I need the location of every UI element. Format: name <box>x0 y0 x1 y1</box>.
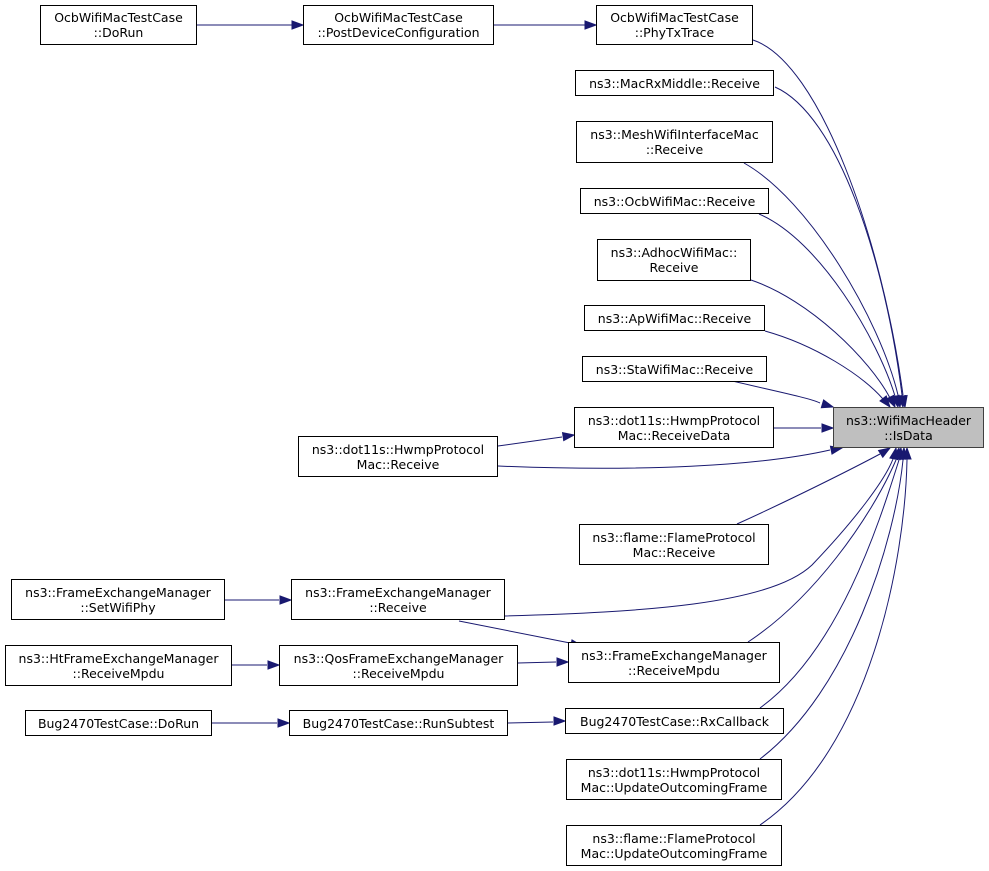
node-sta-wifi-mac-receive[interactable]: ns3::StaWifiMac::Receive <box>582 356 767 382</box>
node-flame-protocol-mac-receive[interactable]: ns3::flame::FlameProtocol Mac::Receive <box>579 524 769 565</box>
edge-ocbmac-to-isdata <box>758 213 896 397</box>
edge-bug_sub-to-bug_rx <box>507 721 554 724</box>
node-label-2: Mac::Receive <box>632 544 716 560</box>
arrowhead-fem_setphy-to-fem_r <box>279 595 293 605</box>
node-ocb-dorun[interactable]: OcbWifiMacTestCase ::DoRun <box>40 5 197 45</box>
edge-hwmp_r-to-isdata <box>497 449 831 469</box>
edge-macrx-to-isdata <box>774 86 903 396</box>
node-wifi-mac-header-is-data[interactable]: ns3::WifiMacHeader ::IsData <box>833 407 984 448</box>
arrowhead-qos_rm-to-fem_rm <box>556 657 570 667</box>
node-label-2: ::SetWifiPhy <box>80 599 156 615</box>
edge-fem_r-to-isdata <box>504 458 894 617</box>
node-label-1: Bug2470TestCase::RunSubtest <box>302 715 495 731</box>
node-label-2: ::PostDeviceConfiguration <box>317 25 480 40</box>
node-label-2: ::ReceiveMpdu <box>352 665 445 681</box>
node-label-1: ns3::ApWifiMac::Receive <box>597 310 752 326</box>
node-frame-exchange-manager-receive-mpdu[interactable]: ns3::FrameExchangeManager ::ReceiveMpdu <box>568 642 780 683</box>
edge-bug_rx-to-isdata <box>759 459 900 709</box>
arrowhead-hwmp_r-to-hwmp_rd <box>561 432 576 442</box>
node-label-1: ns3::StaWifiMac::Receive <box>595 361 754 377</box>
node-ap-wifi-mac-receive[interactable]: ns3::ApWifiMac::Receive <box>584 305 765 331</box>
node-mesh-wifi-interface-mac-receive[interactable]: ns3::MeshWifiInterfaceMac ::Receive <box>576 121 773 163</box>
node-label-2: Mac::UpdateOutcomingFrame <box>580 845 768 861</box>
node-ocb-post-device-configuration[interactable]: OcbWifiMacTestCase ::PostDeviceConfigura… <box>303 5 494 45</box>
node-mac-rx-middle-receive[interactable]: ns3::MacRxMiddle::Receive <box>575 70 774 96</box>
node-label-2: ::IsData <box>884 427 933 443</box>
node-flame-protocol-mac-update-outcoming-frame[interactable]: ns3::flame::FlameProtocol Mac::UpdateOut… <box>566 825 782 866</box>
node-label-1: ns3::HtFrameExchangeManager <box>18 650 219 666</box>
arrowhead-bug_sub-to-bug_rx <box>553 716 567 726</box>
node-qos-frame-exchange-manager-receive-mpdu[interactable]: ns3::QosFrameExchangeManager ::ReceiveMp… <box>279 645 518 686</box>
node-bug2470-rx-callback[interactable]: Bug2470TestCase::RxCallback <box>565 708 784 734</box>
arrowhead-adhoc-to-isdata <box>885 394 896 409</box>
node-label-2: Receive <box>649 260 699 275</box>
node-label-1: OcbWifiMacTestCase <box>54 10 183 25</box>
edge-qos_rm-to-fem_rm <box>517 661 557 664</box>
node-label-2: ::ReceiveMpdu <box>628 662 720 678</box>
node-label-2: ::Receive <box>645 142 704 157</box>
edge-flame_uof-to-isdata <box>759 459 908 826</box>
node-label-1: ns3::FrameExchangeManager <box>581 647 767 663</box>
node-label-2: ::PhyTxTrace <box>634 25 715 40</box>
node-frame-exchange-manager-receive[interactable]: ns3::FrameExchangeManager ::Receive <box>291 579 505 620</box>
node-hwmp-protocol-mac-update-outcoming-frame[interactable]: ns3::dot11s::HwmpProtocol Mac::UpdateOut… <box>566 759 782 800</box>
node-adhoc-wifi-mac-receive[interactable]: ns3::AdhocWifiMac:: Receive <box>597 239 751 281</box>
edge-hwmp_uof-to-isdata <box>759 459 904 760</box>
arrowhead-flame_uof-to-isdata <box>902 446 912 460</box>
node-bug2470-run-subtest[interactable]: Bug2470TestCase::RunSubtest <box>289 710 508 736</box>
node-label-2: Mac::Receive <box>356 456 440 472</box>
node-ocb-phy-tx-trace[interactable]: OcbWifiMacTestCase ::PhyTxTrace <box>596 5 753 45</box>
node-label-1: ns3::OcbWifiMac::Receive <box>593 193 756 209</box>
node-ocb-wifi-mac-receive[interactable]: ns3::OcbWifiMac::Receive <box>580 188 769 214</box>
node-label-1: OcbWifiMacTestCase <box>334 10 463 25</box>
node-label-2: ::ReceiveMpdu <box>72 665 165 681</box>
arrowhead-ht_rm-to-qos_rm <box>267 660 281 670</box>
node-label-1: ns3::MacRxMiddle::Receive <box>589 75 760 91</box>
node-label-1: ns3::dot11s::HwmpProtocol <box>311 441 485 457</box>
node-label-2: Mac::ReceiveData <box>617 427 731 443</box>
node-label-1: Bug2470TestCase::DoRun <box>37 715 200 731</box>
node-label-1: ns3::QosFrameExchangeManager <box>293 650 504 666</box>
node-label-2: ::DoRun <box>93 25 144 40</box>
node-label-1: ns3::MeshWifiInterfaceMac <box>590 127 759 142</box>
arrowhead-flame_r-to-isdata <box>877 447 892 459</box>
node-label-1: ns3::WifiMacHeader <box>845 412 972 428</box>
node-label-1: ns3::FrameExchangeManager <box>25 584 211 600</box>
node-ht-frame-exchange-manager-receive-mpdu[interactable]: ns3::HtFrameExchangeManager ::ReceiveMpd… <box>5 645 232 686</box>
node-label-2: Mac::UpdateOutcomingFrame <box>580 779 768 795</box>
arrowhead-ocb_postdev-to-ocb_phytx <box>584 20 598 30</box>
edge-fem_r-to-fem_rm <box>458 620 571 644</box>
edge-sta-to-isdata <box>727 379 821 404</box>
node-hwmp-protocol-mac-receive[interactable]: ns3::dot11s::HwmpProtocol Mac::Receive <box>298 436 498 477</box>
node-label-1: ns3::dot11s::HwmpProtocol <box>587 764 761 780</box>
edge-fem_rm-to-isdata <box>747 459 897 643</box>
arrowhead-sta-to-isdata <box>820 399 835 409</box>
edge-hwmp_r-to-hwmp_rd <box>497 436 563 447</box>
node-label-1: ns3::dot11s::HwmpProtocol <box>587 412 761 428</box>
arrowhead-ocb_dorun-to-ocb_postdev <box>291 20 305 30</box>
node-label-1: ns3::FrameExchangeManager <box>305 584 491 600</box>
edge-flame_r-to-isdata <box>736 453 881 525</box>
arrowhead-ap-to-isdata <box>879 395 891 409</box>
edge-ocb_phytx-to-isdata <box>752 39 904 396</box>
edge-adhoc-to-isdata <box>750 279 891 399</box>
node-label-1: ns3::AdhocWifiMac:: <box>610 245 738 260</box>
edge-ap-to-isdata <box>764 330 884 400</box>
node-label-1: OcbWifiMacTestCase <box>610 10 739 25</box>
edge-mesh-to-isdata <box>743 162 899 396</box>
node-label-1: Bug2470TestCase::RxCallback <box>580 713 769 729</box>
node-label-1: ns3::flame::FlameProtocol <box>592 529 756 545</box>
node-bug2470-do-run[interactable]: Bug2470TestCase::DoRun <box>25 710 212 736</box>
node-hwmp-protocol-mac-receive-data[interactable]: ns3::dot11s::HwmpProtocol Mac::ReceiveDa… <box>574 407 774 448</box>
node-frame-exchange-manager-set-wifi-phy[interactable]: ns3::FrameExchangeManager ::SetWifiPhy <box>11 579 225 620</box>
arrowhead-hwmp_rd-to-isdata <box>821 423 835 433</box>
node-label-1: ns3::flame::FlameProtocol <box>592 830 756 846</box>
node-label-2: ::Receive <box>369 599 427 615</box>
arrowhead-bug_dorun-to-bug_sub <box>277 718 291 728</box>
